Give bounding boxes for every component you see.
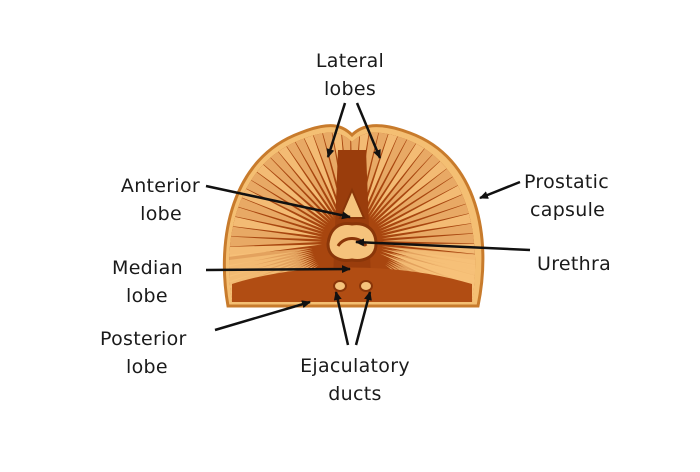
- stroma-ray: [301, 132, 346, 213]
- label-median-lobe-line2: lobe: [126, 285, 168, 307]
- leader-lateral-left: [326, 102, 347, 158]
- label-posterior-lobe: Posterior lobe: [100, 325, 210, 381]
- leader-duct-right: [354, 291, 372, 346]
- label-ejaculatory-ducts-line1: Ejaculatory: [300, 355, 410, 377]
- ejaculatory-duct-right: [359, 280, 373, 292]
- leader-median: [205, 265, 351, 274]
- stroma-ray: [377, 138, 476, 227]
- leader-capsule: [479, 180, 521, 200]
- stroma-ray: [376, 132, 476, 225]
- stroma-ray: [380, 166, 476, 232]
- label-anterior-lobe: Anterior lobe: [90, 172, 200, 228]
- label-prostatic-capsule: Prostatic capsule: [524, 168, 644, 224]
- leader-anterior: [205, 184, 351, 220]
- stroma-ray: [365, 132, 443, 215]
- stroma-ray: [380, 181, 476, 234]
- stroma-ray: [382, 228, 476, 246]
- label-anterior-lobe-line2: lobe: [140, 203, 182, 225]
- gland-stroma-rays: [229, 132, 476, 302]
- stroma-ray: [229, 170, 324, 232]
- stroma-ray: [381, 212, 476, 239]
- stroma-ray: [229, 216, 323, 240]
- label-prostatic-capsule-line2: capsule: [530, 199, 606, 221]
- stroma-ray: [229, 185, 323, 235]
- stroma-ray: [229, 132, 333, 220]
- ejaculatory-duct-left: [333, 280, 347, 292]
- stroma-ray: [362, 132, 428, 214]
- label-lateral-lobes-line1: Lateral: [315, 50, 385, 72]
- label-anterior-lobe-line1: Anterior: [120, 175, 200, 197]
- label-posterior-lobe-line2: lobe: [126, 356, 168, 378]
- leader-lateral-right: [355, 102, 382, 159]
- leader-posterior: [214, 300, 311, 332]
- stroma-ray: [381, 196, 476, 237]
- stroma-ray: [286, 132, 343, 214]
- stroma-ray: [231, 132, 334, 218]
- label-lateral-lobes-line2: lobes: [323, 78, 377, 100]
- label-ejaculatory-ducts: Ejaculatory ducts: [280, 352, 430, 408]
- label-median-lobe-line1: Median: [112, 257, 183, 279]
- stroma-ray: [257, 132, 339, 216]
- label-posterior-lobe-line1: Posterior: [100, 328, 187, 350]
- label-lateral-lobes: Lateral lobes: [300, 47, 400, 103]
- stroma-ray: [229, 232, 322, 250]
- label-urethra: Urethra: [537, 253, 612, 275]
- stroma-ray: [360, 132, 413, 214]
- label-median-lobe: Median lobe: [112, 254, 212, 310]
- anterior-lobe-shape: [338, 187, 366, 219]
- stroma-ray: [229, 156, 325, 230]
- stroma-ray: [357, 132, 398, 213]
- leader-urethra: [355, 238, 531, 252]
- posterior-band: [232, 267, 472, 302]
- stroma-ray: [373, 132, 476, 221]
- stroma-ray: [271, 132, 341, 215]
- leader-duct-left: [333, 291, 350, 346]
- stroma-ray: [229, 132, 328, 226]
- stroma-ray: [367, 132, 456, 217]
- stroma-ray: [371, 132, 476, 220]
- stroma-ray: [244, 132, 337, 217]
- stroma-ray: [382, 243, 476, 261]
- label-prostatic-capsule-line1: Prostatic: [524, 171, 610, 193]
- stroma-ray: [379, 151, 476, 229]
- stroma-ray: [229, 201, 323, 237]
- stroma-ray: [369, 132, 469, 218]
- label-ejaculatory-ducts-line2: ducts: [328, 383, 382, 405]
- stroma-ray: [229, 142, 326, 228]
